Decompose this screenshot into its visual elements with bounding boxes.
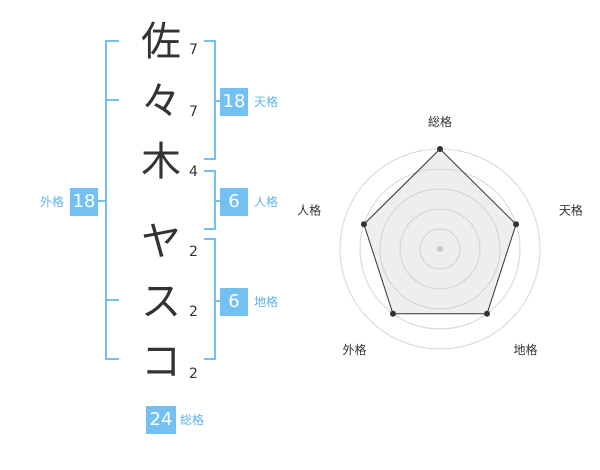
radar-grid-ring [399, 208, 481, 290]
name-char: 木 [141, 139, 181, 185]
gaikaku-label: 外格 [40, 195, 65, 209]
soukaku-badge: 24 [146, 406, 176, 434]
stroke-count: 4 [189, 164, 198, 180]
radar-axis-label: 天格 [559, 202, 583, 217]
stroke-count: 2 [189, 304, 198, 320]
gaikaku-badge: 18 [70, 188, 98, 216]
radar-point [360, 221, 367, 228]
stroke-count: 2 [189, 366, 198, 382]
name-char: 佐 [141, 19, 181, 65]
radar-series-polygon [363, 148, 517, 315]
tenkaku-label: 天格 [254, 95, 279, 109]
stroke-count: 2 [189, 244, 198, 260]
radar-point [484, 310, 491, 317]
chikaku-badge: 6 [220, 288, 248, 316]
soukaku-label: 総格 [180, 413, 205, 427]
name-char: 々 [141, 79, 181, 125]
radar-axis-label: 地格 [513, 342, 537, 357]
name-char: ヤ [141, 219, 181, 265]
radar-center-dot [437, 246, 443, 252]
name-char: コ [141, 339, 181, 385]
jinkaku-badge: 6 [220, 188, 248, 216]
radar-axis-label: 外格 [343, 342, 367, 357]
radar-grid-ring [379, 188, 501, 310]
radar-axis-label: 総格 [428, 114, 452, 129]
name-char: ス [141, 279, 181, 325]
tenkaku-badge: 18 [220, 88, 248, 116]
radar-point [513, 221, 520, 228]
radar-point [437, 146, 443, 152]
radar-point [389, 310, 396, 317]
radar-grid-ring [359, 168, 521, 330]
jinkaku-label: 人格 [254, 195, 279, 209]
radar-grid-ring [419, 228, 461, 270]
stroke-count: 7 [189, 104, 198, 120]
radar-axis-label: 人格 [297, 202, 321, 217]
stroke-count: 7 [189, 42, 198, 58]
chikaku-label: 地格 [254, 295, 279, 309]
